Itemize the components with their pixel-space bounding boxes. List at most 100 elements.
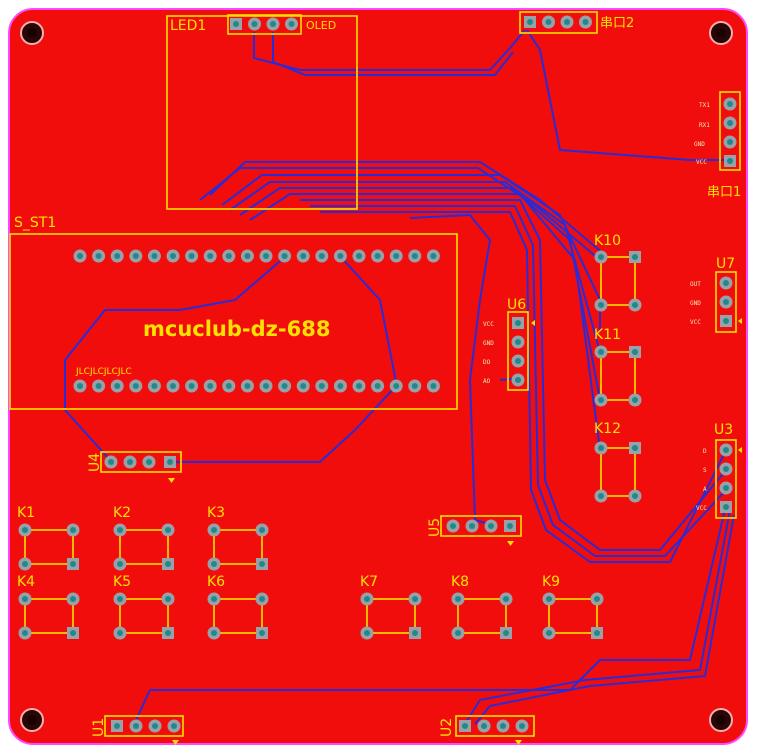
- square-pad: [720, 315, 732, 327]
- square-pad: [629, 442, 641, 454]
- silkscreen-outlines: [9, 11, 741, 737]
- round-pad: [222, 379, 236, 393]
- round-pad: [161, 592, 175, 606]
- round-pad: [147, 379, 161, 393]
- round-pad: [579, 15, 592, 29]
- square-pad: [504, 520, 516, 532]
- label-k9: K9: [542, 574, 560, 590]
- round-pad: [352, 249, 366, 263]
- pin-label-u6-3: DO: [483, 359, 491, 366]
- round-pad: [296, 249, 310, 263]
- round-pad: [628, 298, 642, 312]
- round-pad: [360, 626, 374, 640]
- round-pad: [129, 379, 143, 393]
- label-k5: K5: [113, 574, 131, 590]
- board-title: mcuclub-dz-688: [143, 317, 330, 341]
- label-s-st1: S_ST1: [14, 215, 56, 231]
- round-pad: [185, 379, 199, 393]
- round-pad: [113, 523, 127, 537]
- square-pad: [459, 720, 471, 732]
- round-pad: [147, 249, 161, 263]
- round-pad: [465, 519, 479, 533]
- round-pad: [148, 719, 162, 733]
- round-pad: [166, 379, 180, 393]
- pin-label-u7-1: OUT: [690, 281, 701, 288]
- label-u2: U2: [439, 718, 455, 737]
- label-u4: U4: [87, 453, 103, 472]
- label-k2: K2: [113, 505, 131, 521]
- label-k12: K12: [594, 421, 621, 437]
- trace-layer: [64, 29, 735, 725]
- label-led1: LED1: [170, 18, 206, 34]
- label-oled: OLED: [306, 19, 336, 32]
- label-k3: K3: [207, 505, 225, 521]
- round-pad: [719, 462, 733, 476]
- round-pad: [18, 557, 32, 571]
- square-pad: [256, 558, 268, 570]
- round-pad: [408, 249, 422, 263]
- round-pad: [110, 379, 124, 393]
- pin-label-u6-4: AO: [483, 378, 491, 385]
- round-pad: [266, 17, 280, 31]
- round-pad: [477, 719, 491, 733]
- round-pad: [315, 379, 329, 393]
- round-pad: [628, 489, 642, 503]
- label-serial1: 串口1: [707, 185, 741, 200]
- round-pad: [496, 719, 510, 733]
- pin-label-serial1-2: RX1: [699, 122, 710, 129]
- round-pad: [18, 626, 32, 640]
- round-pad: [66, 523, 80, 537]
- square-pad: [67, 558, 79, 570]
- square-pad: [162, 558, 174, 570]
- round-pad: [113, 557, 127, 571]
- square-pad: [230, 18, 242, 30]
- round-pad: [207, 626, 221, 640]
- round-pad: [73, 249, 87, 263]
- pin-label-serial1-1: TX1: [699, 102, 710, 109]
- square-pad: [724, 155, 736, 167]
- switch-outlines: [24, 256, 636, 634]
- square-pad: [409, 627, 421, 639]
- round-pad: [515, 719, 529, 733]
- silkscreen-labels: LED1 OLED 串口2 串口1 S_ST1 mcuclub-dz-688 J…: [14, 16, 741, 737]
- board-outline: [8, 8, 748, 745]
- round-pad: [511, 354, 525, 368]
- label-jlc: JLCJLCJLCJLC: [75, 367, 132, 377]
- round-pad: [123, 455, 137, 469]
- round-pad: [451, 626, 465, 640]
- round-pad: [207, 523, 221, 537]
- square-pad: [256, 627, 268, 639]
- round-pad: [499, 592, 513, 606]
- round-pad: [92, 249, 106, 263]
- round-pad: [511, 335, 525, 349]
- round-pad: [129, 719, 143, 733]
- label-k1: K1: [17, 505, 35, 521]
- label-serial2: 串口2: [600, 16, 634, 31]
- round-pad: [92, 379, 106, 393]
- square-pad: [629, 251, 641, 263]
- round-pad: [167, 719, 181, 733]
- square-pad: [591, 627, 603, 639]
- round-pad: [542, 592, 556, 606]
- square-pad: [111, 720, 123, 732]
- round-pad: [371, 249, 385, 263]
- pin-label-u6-1: VCC: [483, 321, 494, 328]
- square-pad: [164, 456, 176, 468]
- round-pad: [110, 249, 124, 263]
- pin-label-u6-2: GND: [483, 340, 494, 347]
- round-pad: [594, 345, 608, 359]
- label-k6: K6: [207, 574, 225, 590]
- label-u6: U6: [507, 297, 526, 313]
- round-pad: [542, 15, 555, 29]
- pin-label-serial1-3: GND: [694, 141, 705, 148]
- round-pad: [594, 441, 608, 455]
- round-pad: [594, 489, 608, 503]
- round-pad: [594, 298, 608, 312]
- round-pad: [166, 249, 180, 263]
- round-pad: [389, 249, 403, 263]
- pin-label-u7-2: GND: [690, 300, 701, 307]
- round-pad: [18, 592, 32, 606]
- pin-label-serial1-4: VCC: [696, 159, 707, 166]
- round-pad: [408, 592, 422, 606]
